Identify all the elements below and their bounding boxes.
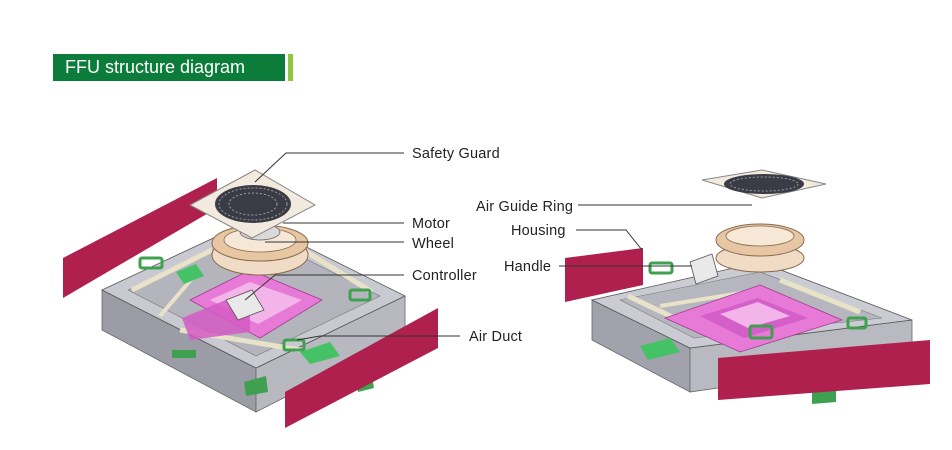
- page-title: FFU structure diagram: [53, 54, 285, 81]
- right-handle-2: [748, 324, 774, 340]
- right-handle-1: [648, 261, 674, 275]
- right-side-panel-back: [565, 248, 643, 302]
- right-controller: [689, 253, 719, 285]
- title-accent-bar: [288, 54, 293, 81]
- left-leader-lines: [244, 152, 460, 341]
- left-side-panel-back: [63, 178, 217, 298]
- label-air-duct: Air Duct: [469, 329, 523, 345]
- right-leader-lines: [559, 204, 752, 267]
- left-handle-2: [348, 288, 372, 302]
- label-housing: Housing: [511, 223, 566, 239]
- label-handle: Handle: [504, 259, 552, 275]
- left-handle-1: [138, 256, 164, 270]
- left-handle-4: [172, 350, 196, 358]
- left-side-panel-front: [285, 308, 438, 428]
- label-safety-guard: Safety Guard: [412, 146, 500, 162]
- label-motor: Motor: [412, 216, 451, 232]
- label-controller: Controller: [412, 268, 477, 284]
- label-wheel: Wheel: [412, 236, 455, 252]
- right-side-panel-front: [718, 340, 930, 400]
- left-handle-3: [282, 338, 306, 352]
- right-handle-3: [846, 316, 868, 330]
- label-air-guide-ring: Air Guide Ring: [476, 199, 574, 215]
- left-ffu-assembly: [63, 169, 438, 428]
- right-ffu-assembly: [565, 169, 930, 404]
- left-controller: [225, 289, 265, 321]
